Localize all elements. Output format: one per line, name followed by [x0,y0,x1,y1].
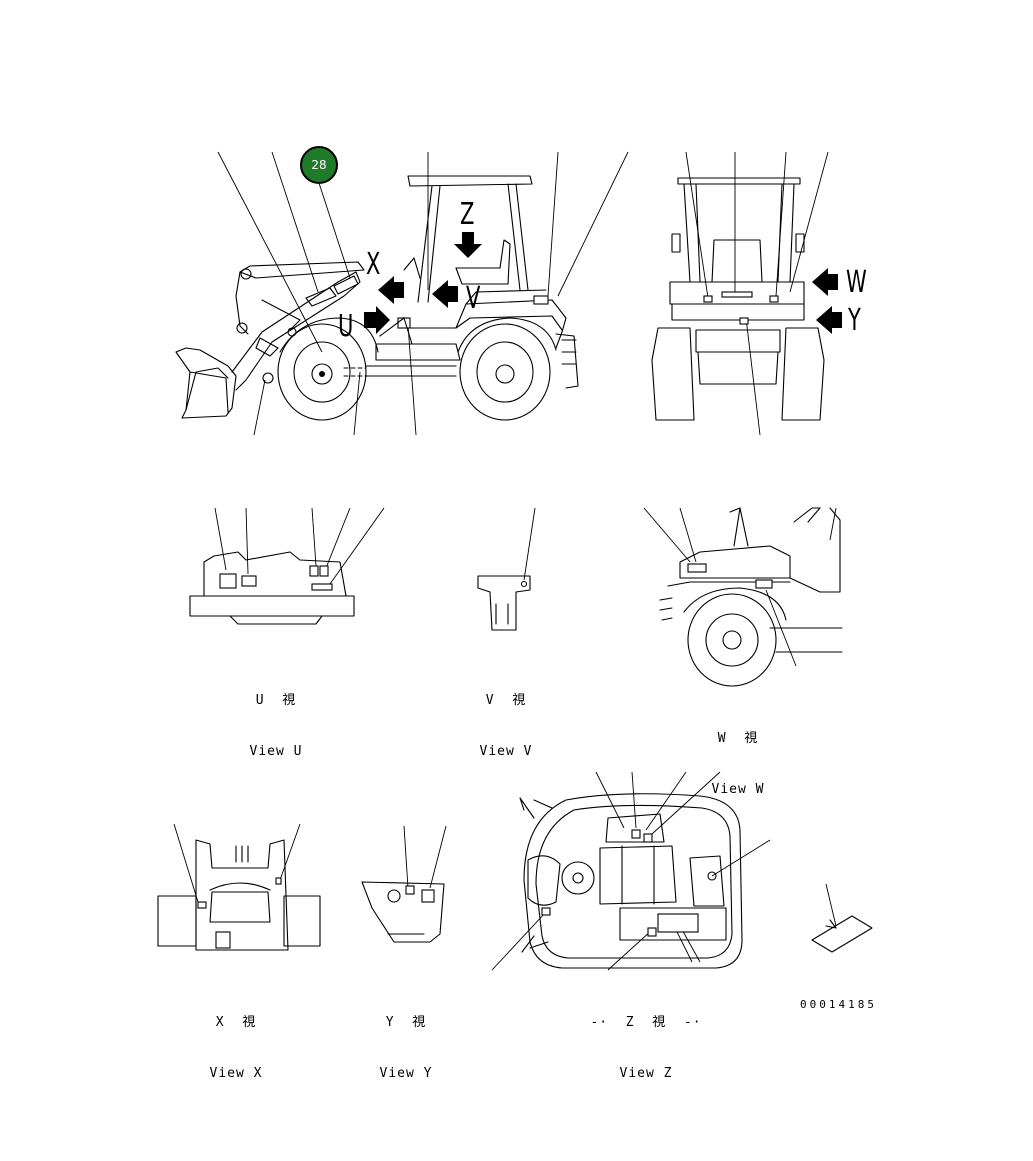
front-view-loader [651,151,829,436]
decal-sheet-icon [811,883,873,953]
view-w-drawing [643,507,843,687]
view-z-en: View Z [619,1066,673,1081]
side-view-loader [175,151,629,436]
view-v-drawing [477,507,536,631]
view-v-jp: V 視 [485,693,527,708]
view-x-caption: X 視 View X [176,980,296,1099]
view-y-jp: Y 視 [385,1015,427,1030]
arrow-label-v: V [466,281,481,316]
view-z-jp: -· Z 視 -· [590,1015,702,1030]
view-v-en: View V [479,744,533,759]
view-u-jp: U 視 [255,693,297,708]
view-x-drawing [157,823,321,951]
arrow-label-z: Z [460,197,475,232]
callout-badge[interactable]: 28 [300,146,338,184]
view-y-en: View Y [379,1066,433,1081]
arrow-label-u: U [338,309,354,344]
view-x-jp: X 視 [215,1015,257,1030]
view-v-caption: V 視 View V [446,658,566,777]
arrow-markers-front [812,268,842,334]
view-w-jp: W 視 [717,731,759,746]
view-z-caption: -· Z 視 -· View Z [576,980,716,1099]
view-x-en: View X [209,1066,263,1081]
view-u-en: View U [249,744,303,759]
arrow-markers-side [364,232,482,334]
callout-number: 28 [311,158,327,172]
arrow-label-x: X [366,247,381,282]
view-z-drawing [491,771,771,971]
view-y-caption: Y 視 View Y [346,980,466,1099]
view-w-caption: W 視 View W [678,696,798,815]
view-u-drawing [189,507,385,625]
view-y-drawing [361,825,447,943]
view-w-en: View W [711,782,765,797]
arrow-label-y: Y [848,303,861,338]
part-number: 00014185 [800,998,877,1011]
arrow-label-w: W [846,265,867,300]
view-u-caption: U 視 View U [216,658,336,777]
